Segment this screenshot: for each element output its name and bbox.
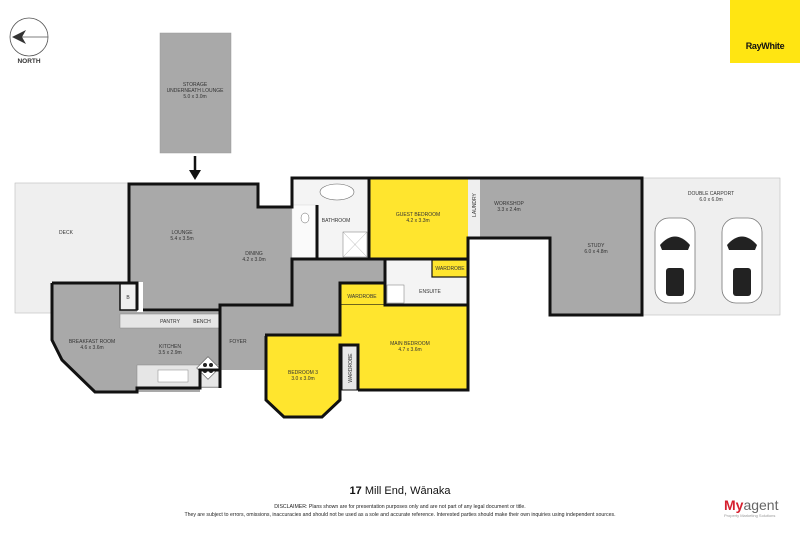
- wall: [264, 336, 360, 419]
- room-label: B: [126, 295, 130, 301]
- room-lounge-dining: [129, 184, 292, 310]
- north-arrow-icon: [9, 17, 49, 57]
- arrow-down-icon: [189, 156, 201, 180]
- wall: [143, 257, 468, 312]
- room-main-bedroom: [340, 305, 468, 390]
- room-label: WARDROBE: [347, 294, 377, 300]
- room-label: UNDERNEATH LOUNGE: [167, 88, 225, 94]
- shower-icon: [386, 284, 405, 304]
- room-label: LOUNGE: [171, 230, 193, 236]
- room-size: 5.0 x 3.0m: [183, 94, 206, 100]
- room-label: PANTRY: [160, 319, 180, 325]
- room-label: LAUNDRY: [472, 192, 478, 216]
- wall: [127, 176, 644, 392]
- room-label: WARDROBE: [348, 353, 354, 383]
- room-label: ENSUITE: [419, 289, 441, 295]
- room-size: 6.0 x 4.8m: [584, 249, 607, 255]
- room-label: DINING: [245, 251, 263, 257]
- room-label: DOUBLE CARPORT: [688, 191, 734, 197]
- room-size: 4.2 x 3.0m: [242, 257, 265, 263]
- property-address: 17 Mill End, Wānaka: [0, 485, 800, 497]
- room-size: 4.6 x 3.6m: [80, 345, 103, 351]
- bathtub-icon: [319, 183, 355, 201]
- room-study: [550, 178, 642, 315]
- room-label: STUDY: [588, 243, 606, 249]
- myagent-logo: Myagent Property Marketing Solutions: [724, 497, 800, 518]
- room-size: 4.7 x 3.6m: [398, 347, 421, 353]
- room-hall: [220, 260, 395, 370]
- logo-tagline: Property Marketing Solutions: [724, 513, 776, 518]
- room-size: 5.4 x 3.5m: [170, 236, 193, 242]
- toilet-icon: [300, 212, 310, 224]
- room-label: KITCHEN: [159, 344, 181, 350]
- room-workshop: [480, 178, 550, 238]
- wall: [265, 281, 468, 337]
- room-size: 3.0 x 3.0m: [291, 376, 314, 382]
- room-label: FOYER: [229, 339, 247, 345]
- room-label: DECK: [59, 230, 74, 236]
- room-label: BREAKFAST ROOM: [69, 339, 115, 345]
- car-icon: [654, 217, 696, 304]
- room-size: 3.3 x 2.4m: [497, 207, 520, 213]
- address-number: 17: [349, 485, 362, 497]
- raywhite-logo-text: RayWhite: [745, 41, 785, 51]
- logo-prefix: My: [724, 497, 744, 513]
- room-laundry: [468, 178, 480, 238]
- room-size: 6.0 x 6.0m: [699, 197, 722, 203]
- compass-label: NORTH: [17, 58, 41, 65]
- disclaimer-line-1: DISCLAIMER: Plans shown are for presenta…: [274, 504, 526, 510]
- disclaimer-line-2: They are subject to errors, omissions, i…: [184, 512, 616, 518]
- car-icon: [721, 217, 763, 304]
- sink-icon: [157, 369, 189, 383]
- room-label: WARDROBE: [435, 266, 465, 272]
- room-label: BATHROOM: [322, 218, 351, 224]
- raywhite-logo: RayWhite: [730, 0, 800, 63]
- room-label: BEDROOM 3: [288, 370, 318, 376]
- room-size: 3.5 x 2.9m: [158, 350, 181, 356]
- room-guest-bedroom: [369, 178, 468, 259]
- room-storage: [159, 32, 232, 154]
- logo-suffix: agent: [743, 497, 779, 513]
- room-label: WORKSHOP: [494, 201, 524, 207]
- room-label: GUEST BEDROOM: [396, 212, 440, 218]
- room-size: 4.2 x 3.3m: [406, 218, 429, 224]
- room-label: BENCH: [193, 319, 211, 325]
- room-label: MAIN BEDROOM: [390, 341, 430, 347]
- wall: [52, 281, 139, 310]
- room-label: STORAGE: [183, 82, 208, 88]
- room-bedroom-3: [266, 336, 340, 417]
- wall: [50, 283, 220, 394]
- address-street: Mill End, Wānaka: [364, 485, 451, 497]
